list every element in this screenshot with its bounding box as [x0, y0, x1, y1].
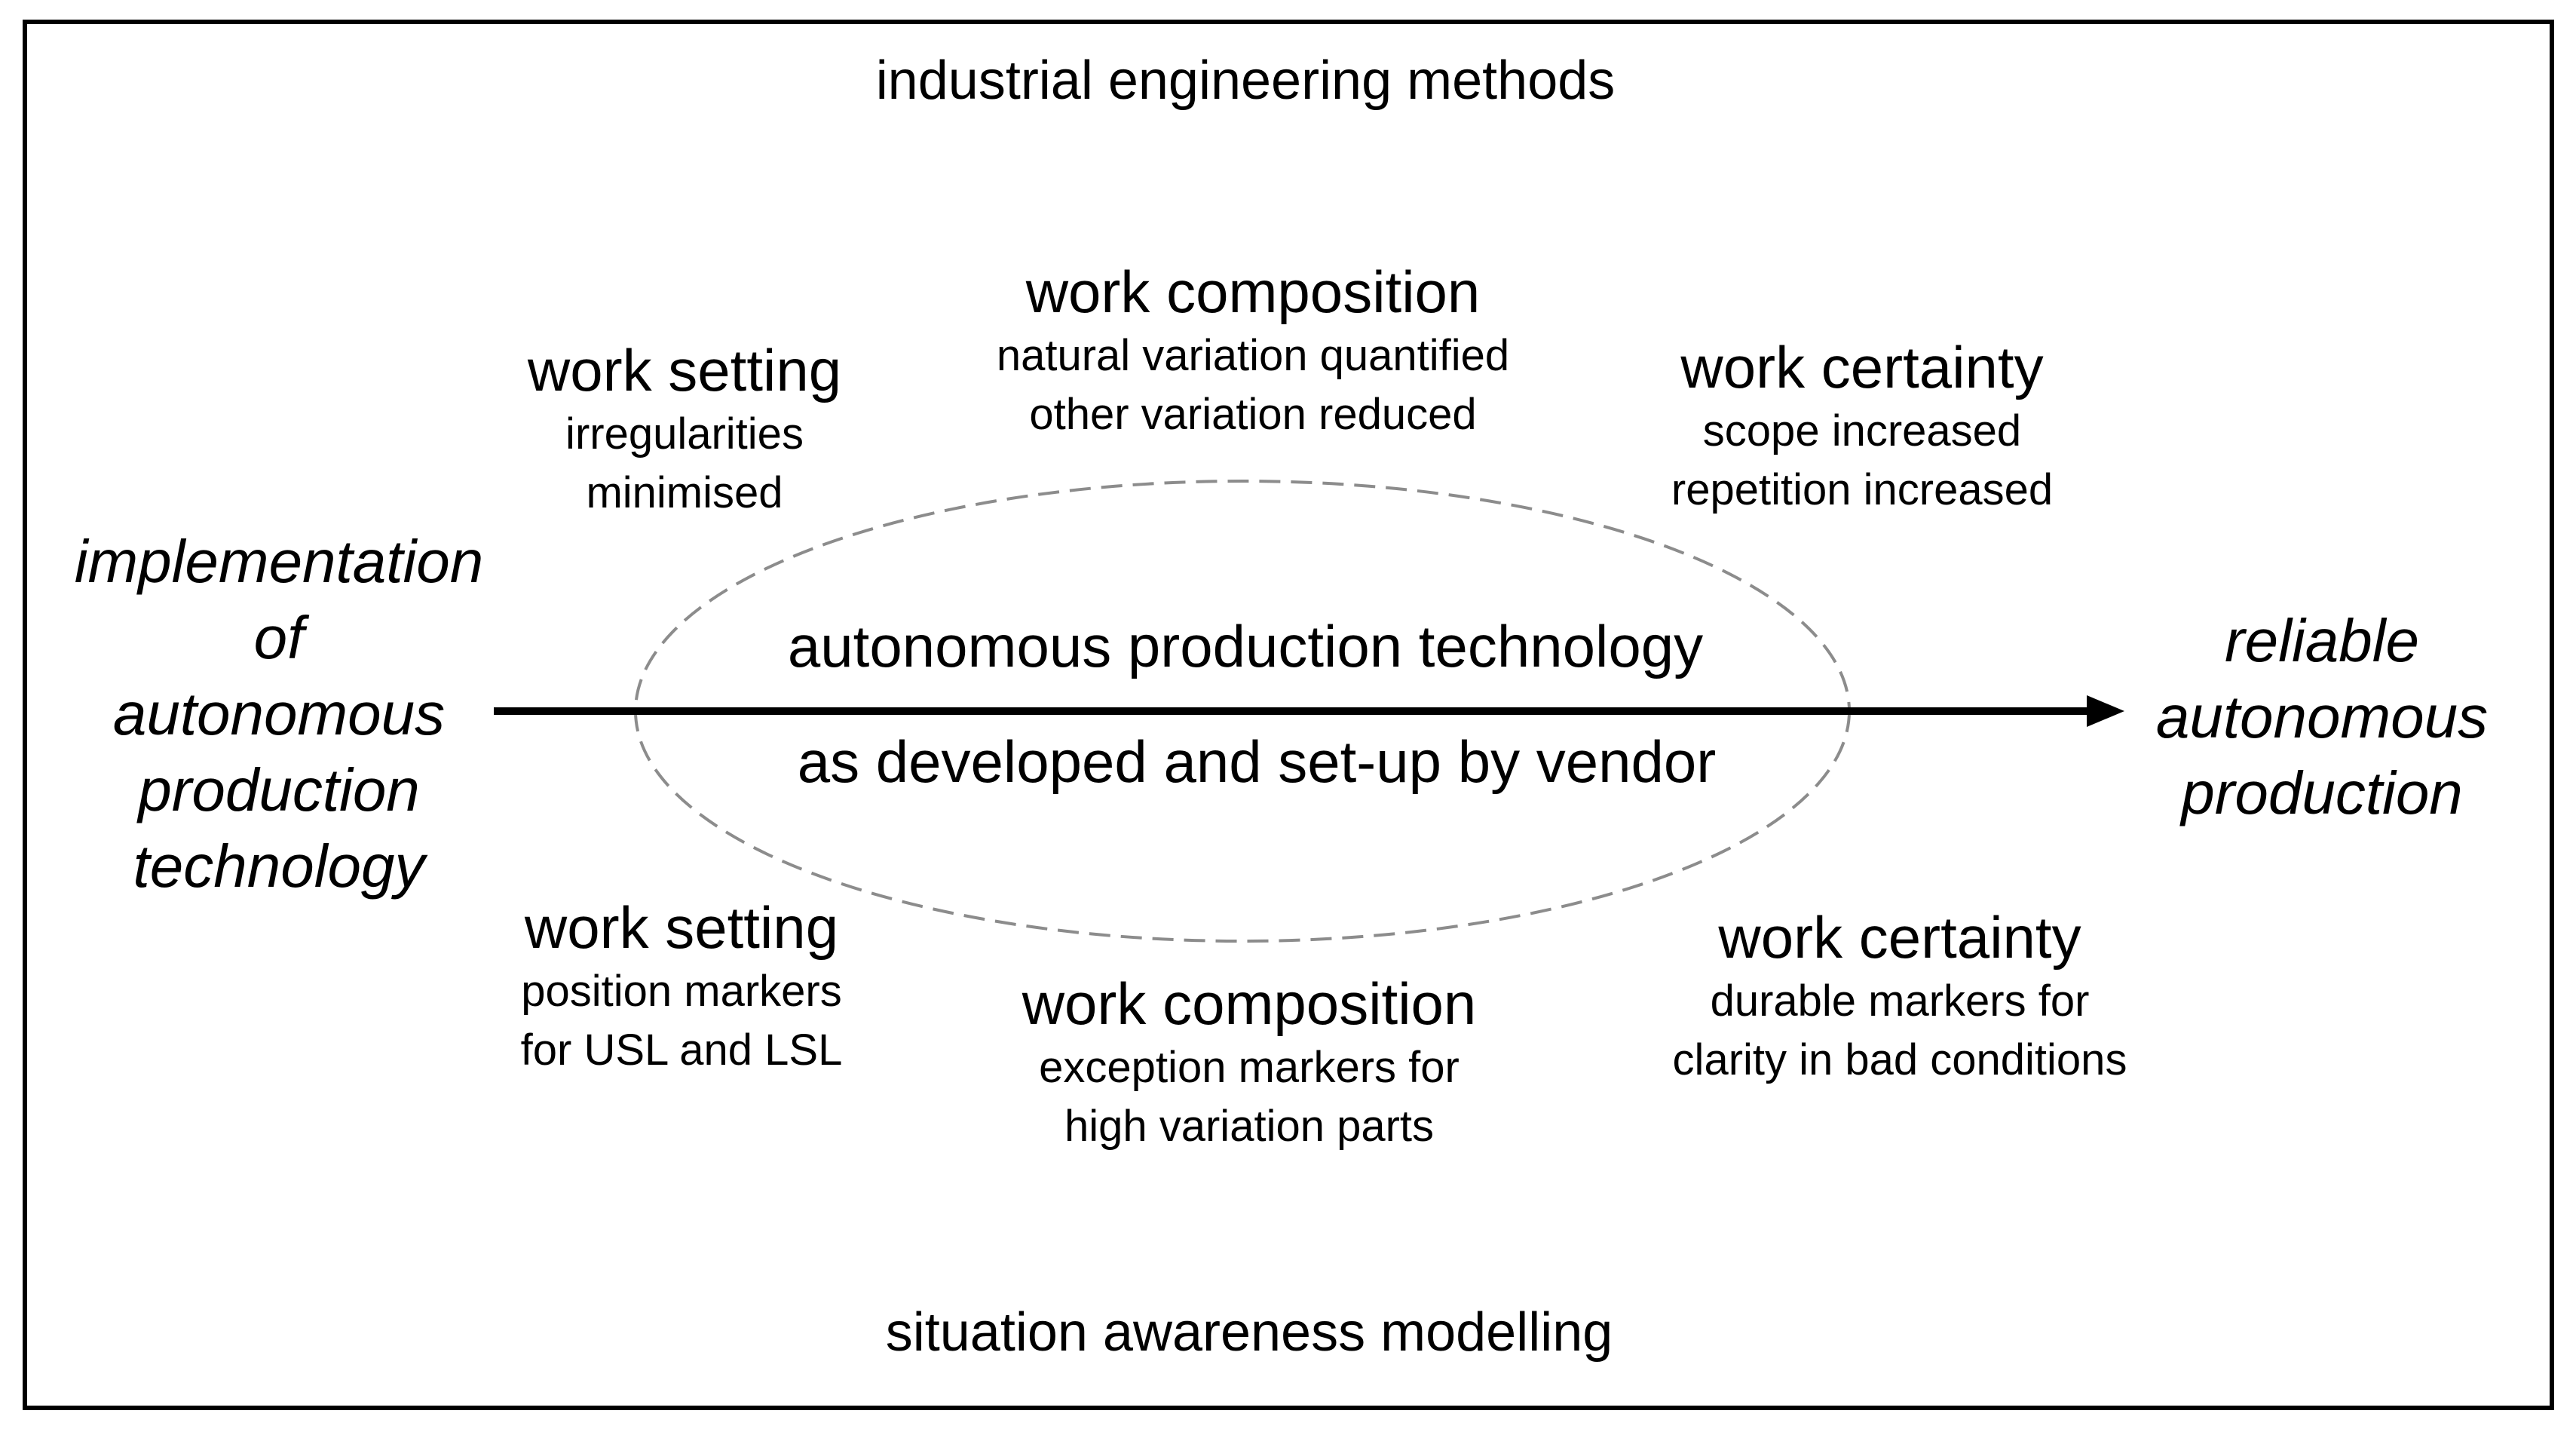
- diagram-frame: [23, 20, 2554, 1410]
- input-label-line: autonomous: [112, 680, 446, 747]
- output-label-line: reliable: [2225, 607, 2419, 674]
- upper-work-composition: work composition natural variation quant…: [997, 257, 1509, 444]
- upper-work-setting-line: irregularities: [565, 409, 804, 458]
- upper-work-setting-line: minimised: [586, 468, 783, 517]
- input-label-line: technology: [133, 833, 425, 900]
- lower-work-composition-line: high variation parts: [1064, 1102, 1435, 1151]
- lower-work-certainty-line: durable markers for: [1710, 977, 2090, 1026]
- center-upper-text: autonomous production technology: [787, 613, 1704, 679]
- output-label-line: autonomous: [2155, 683, 2489, 750]
- upper-work-certainty-title: work certainty: [1680, 334, 2044, 400]
- input-label: implementation of autonomous production …: [75, 523, 484, 904]
- center-lower-text: as developed and set-up by vendor: [797, 728, 1717, 795]
- output-label: reliable autonomous production: [2156, 603, 2488, 831]
- upper-work-certainty-line: repetition increased: [1671, 465, 2054, 514]
- input-label-line: implementation: [74, 528, 484, 595]
- upper-work-setting-title: work setting: [527, 337, 842, 403]
- bottom-heading: situation awareness modelling: [885, 1302, 1613, 1363]
- upper-work-certainty: work certainty scope increased repetitio…: [1671, 333, 2053, 520]
- upper-work-setting: work setting irregularities minimised: [528, 336, 841, 523]
- lower-work-composition-title: work composition: [1022, 971, 1477, 1037]
- lower-work-certainty-title: work certainty: [1718, 904, 2081, 971]
- upper-work-composition-title: work composition: [1025, 259, 1481, 325]
- lower-work-setting-line: for USL and LSL: [520, 1026, 843, 1075]
- upper-work-certainty-line: scope increased: [1702, 406, 2022, 455]
- lower-work-certainty: work certainty durable markers for clari…: [1673, 903, 2127, 1090]
- upper-work-composition-line: other variation reduced: [1029, 390, 1477, 439]
- lower-work-composition-line: exception markers for: [1039, 1043, 1460, 1092]
- lower-work-composition: work composition exception markers for h…: [1022, 969, 1477, 1156]
- lower-work-certainty-line: clarity in bad conditions: [1672, 1035, 2127, 1084]
- input-label-line: production: [138, 756, 420, 823]
- lower-work-setting: work setting position markers for USL an…: [521, 893, 843, 1080]
- lower-work-setting-title: work setting: [524, 894, 839, 961]
- top-heading: industrial engineering methods: [875, 51, 1616, 111]
- lower-work-setting-line: position markers: [521, 967, 842, 1016]
- output-label-line: production: [2181, 759, 2463, 826]
- input-label-line: of: [253, 604, 305, 671]
- upper-work-composition-line: natural variation quantified: [996, 331, 1510, 380]
- process-arrow-head: [2087, 695, 2124, 727]
